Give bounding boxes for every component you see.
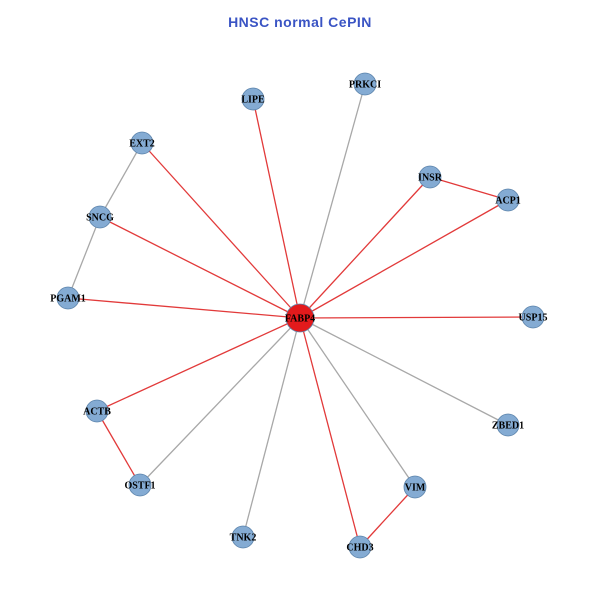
node-label-CHD3: CHD3: [346, 543, 373, 554]
edge-FABP4-ACTB: [96, 317, 301, 412]
edge-FABP4-PRKCI: [299, 83, 366, 319]
node-CHD3: [348, 535, 372, 559]
node-SNCG: [88, 205, 112, 229]
edge-FABP4-SNCG: [99, 216, 301, 319]
node-FABP4: [285, 303, 315, 333]
node-label-ZBED1: ZBED1: [492, 421, 524, 432]
plot-title: HNSC normal CePIN: [228, 14, 372, 30]
edge-FABP4-INSR: [299, 176, 431, 319]
node-ACP1: [496, 188, 520, 212]
node-OSTF1: [128, 473, 152, 497]
edge-FABP4-CHD3: [299, 317, 361, 548]
edge-FABP4-OSTF1: [139, 317, 301, 486]
edge-SNCG-PGAM1: [67, 216, 101, 299]
node-INSR: [418, 165, 442, 189]
edge-FABP4-EXT2: [141, 142, 301, 319]
node-USP15: [521, 305, 545, 329]
node-PRKCI: [353, 72, 377, 96]
node-label-INSR: INSR: [418, 173, 443, 184]
edge-INSR-ACP1: [429, 176, 509, 201]
edge-FABP4-LIPE: [252, 98, 301, 319]
node-ACTB: [85, 399, 109, 423]
edge-FABP4-VIM: [299, 317, 416, 488]
node-label-OSTF1: OSTF1: [124, 481, 155, 492]
edge-FABP4-USP15: [299, 316, 534, 319]
node-label-SNCG: SNCG: [86, 213, 114, 224]
node-label-TNK2: TNK2: [230, 533, 257, 544]
edge-EXT2-SNCG: [99, 142, 143, 218]
node-label-FABP4: FABP4: [285, 314, 315, 325]
node-label-VIM: VIM: [405, 483, 426, 494]
edge-FABP4-ZBED1: [299, 317, 509, 426]
edge-FABP4-PGAM1: [67, 297, 301, 319]
node-VIM: [403, 475, 427, 499]
edge-ACTB-OSTF1: [96, 410, 141, 486]
node-label-LIPE: LIPE: [241, 95, 265, 106]
node-label-EXT2: EXT2: [129, 139, 155, 150]
node-TNK2: [231, 525, 255, 549]
node-LIPE: [241, 87, 265, 111]
node-label-ACP1: ACP1: [495, 196, 521, 207]
edge-VIM-CHD3: [359, 486, 416, 548]
node-label-ACTB: ACTB: [83, 407, 111, 418]
node-EXT2: [130, 131, 154, 155]
node-PGAM1: [56, 286, 80, 310]
node-label-PGAM1: PGAM1: [50, 294, 86, 305]
edge-FABP4-TNK2: [242, 317, 301, 538]
node-label-USP15: USP15: [519, 313, 548, 324]
edge-FABP4-ACP1: [299, 199, 509, 319]
node-ZBED1: [496, 413, 520, 437]
node-label-PRKCI: PRKCI: [349, 80, 381, 91]
